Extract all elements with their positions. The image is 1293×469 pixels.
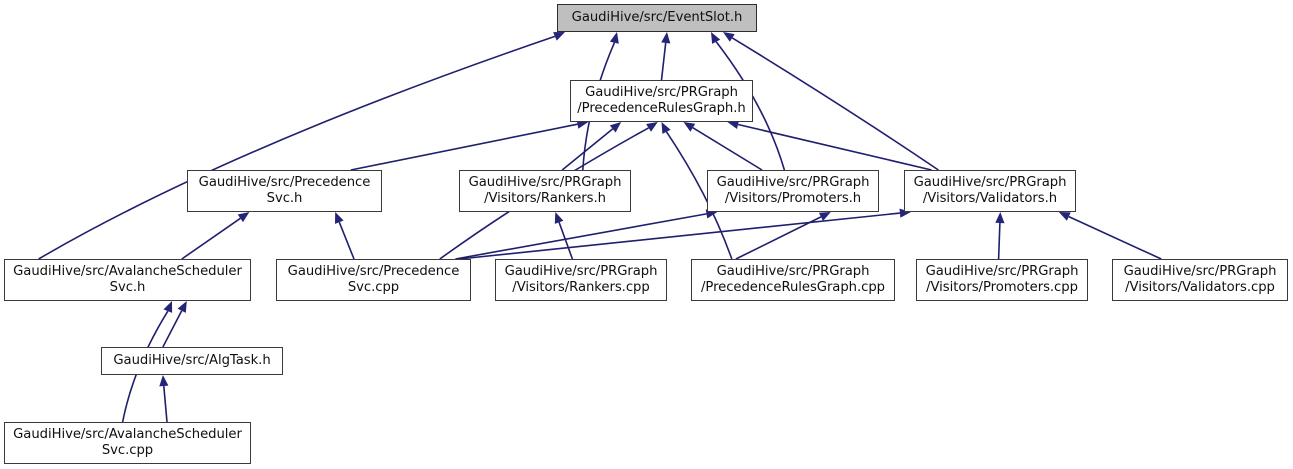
graph-edge-arrowhead (818, 212, 831, 221)
graph-edge-promoters_h-to-precedencerulesgraph_h (692, 127, 763, 171)
graph-edge-arrowhead (661, 122, 671, 134)
graph-edge-validators_cpp-to-validators_h (1068, 215, 1162, 260)
graph-edge-avalanchescheduler_h-to-eventslot_h (38, 35, 556, 260)
graph-edge-arrowhead (163, 301, 173, 313)
graph-edge-precedencesvc_cpp-to-promoters_h (455, 213, 707, 260)
graph-edge-arrowhead (711, 32, 721, 44)
graph-edge-arrowhead (609, 122, 622, 133)
graph-edge-arrowhead (661, 32, 671, 44)
graph-edge-algtask_h-to-avalanchescheduler_h (162, 310, 183, 348)
graph-node-precedencerulesgraph_h[interactable]: GaudiHive/src/PRGraph /PrecedenceRulesGr… (570, 80, 753, 122)
graph-node-validators_cpp[interactable]: GaudiHive/src/PRGraph /Visitors/Validato… (1112, 259, 1288, 301)
graph-edge-arrowhead (237, 212, 250, 223)
graph-node-avalanchescheduler_h[interactable]: GaudiHive/src/AvalancheScheduler Svc.h (4, 259, 251, 301)
graph-node-label: GaudiHive/src/EventSlot.h (571, 9, 743, 25)
graph-node-promoters_cpp[interactable]: GaudiHive/src/PRGraph /Visitors/Promoter… (916, 259, 1088, 301)
graph-node-algtask_h[interactable]: GaudiHive/src/AlgTask.h (101, 347, 283, 375)
graph-node-label: GaudiHive/src/AvalancheScheduler Svc.cpp (13, 426, 242, 458)
graph-edge-arrowhead (646, 122, 658, 132)
graph-edge-arrowhead (335, 212, 344, 224)
graph-edge-avalanchescheduler_cpp-to-algtask_h (163, 385, 168, 423)
graph-edge-arrowhead (553, 32, 565, 41)
graph-node-eventslot_h[interactable]: GaudiHive/src/EventSlot.h (557, 4, 757, 32)
graph-node-avalanchescheduler_cpp[interactable]: GaudiHive/src/AvalancheScheduler Svc.cpp (4, 422, 251, 464)
graph-node-label: GaudiHive/src/PRGraph /Visitors/Promoter… (716, 174, 870, 206)
graph-node-label: GaudiHive/src/PRGraph /Visitors/Rankers.… (468, 174, 622, 206)
graph-node-precedencerulesgraph_cpp[interactable]: GaudiHive/src/PRGraph /PrecedenceRulesGr… (691, 259, 895, 301)
graph-edge-arrowhead (159, 375, 169, 387)
graph-edge-promoters_cpp-to-validators_h (997, 222, 1001, 260)
graph-edge-arrowhead (683, 122, 696, 132)
graph-edge-arrowhead (609, 32, 619, 44)
graph-edge-precedencerulesgraph_h-to-eventslot_h (660, 42, 667, 81)
graph-node-label: GaudiHive/src/Precedence Svc.h (198, 174, 371, 206)
graph-edge-arrowhead (995, 212, 1005, 224)
graph-node-label: GaudiHive/src/Precedence Svc.cpp (287, 263, 460, 295)
graph-edge-validators_h-to-eventslot_h (731, 37, 939, 171)
graph-node-label: GaudiHive/src/PRGraph /PrecedenceRulesGr… (577, 84, 746, 116)
graph-node-label: GaudiHive/src/PRGraph /Visitors/Rankers.… (504, 263, 658, 295)
graph-edge-rankers_h-to-precedencerulesgraph_h (561, 128, 614, 171)
graph-edge-precedencesvc_cpp-to-validators_h (459, 212, 900, 260)
graph-node-label: GaudiHive/src/AlgTask.h (113, 352, 271, 368)
graph-node-label: GaudiHive/src/AvalancheScheduler Svc.h (13, 263, 242, 295)
graph-edge-validators_h-to-precedencerulesgraph_h (737, 123, 932, 171)
graph-node-promoters_h[interactable]: GaudiHive/src/PRGraph /Visitors/Promoter… (707, 170, 879, 212)
graph-edge-arrowhead (1058, 212, 1071, 221)
graph-edge-rankers_cpp-to-rankers_h (558, 222, 574, 260)
graph-edge-arrowhead (723, 32, 735, 42)
graph-node-label: GaudiHive/src/PRGraph /PrecedenceRulesGr… (701, 263, 885, 295)
graph-edge-precedencesvc_cpp-to-precedencesvc_h (338, 221, 355, 260)
graph-node-precedencesvc_h[interactable]: GaudiHive/src/Precedence Svc.h (187, 170, 382, 212)
graph-node-precedencesvc_cpp[interactable]: GaudiHive/src/Precedence Svc.cpp (276, 259, 471, 301)
graph-edge-avalanchescheduler_h-to-precedencesvc_h (181, 217, 241, 260)
graph-edge-precedencerulesgraph_cpp-to-promoters_h (735, 216, 822, 260)
graph-node-label: GaudiHive/src/PRGraph /Visitors/Promoter… (925, 263, 1079, 295)
graph-edge-arrowhead (554, 212, 564, 224)
graph-node-label: GaudiHive/src/PRGraph /Visitors/Validato… (913, 174, 1067, 206)
graph-edge-precedencesvc_h-to-precedencerulesgraph_h (350, 123, 578, 171)
graph-node-validators_h[interactable]: GaudiHive/src/PRGraph /Visitors/Validato… (904, 170, 1076, 212)
graph-edge-arrowhead (177, 301, 187, 313)
graph-node-label: GaudiHive/src/PRGraph /Visitors/Validato… (1123, 263, 1277, 295)
graph-node-rankers_cpp[interactable]: GaudiHive/src/PRGraph /Visitors/Rankers.… (495, 259, 667, 301)
graph-node-rankers_h[interactable]: GaudiHive/src/PRGraph /Visitors/Rankers.… (459, 170, 631, 212)
